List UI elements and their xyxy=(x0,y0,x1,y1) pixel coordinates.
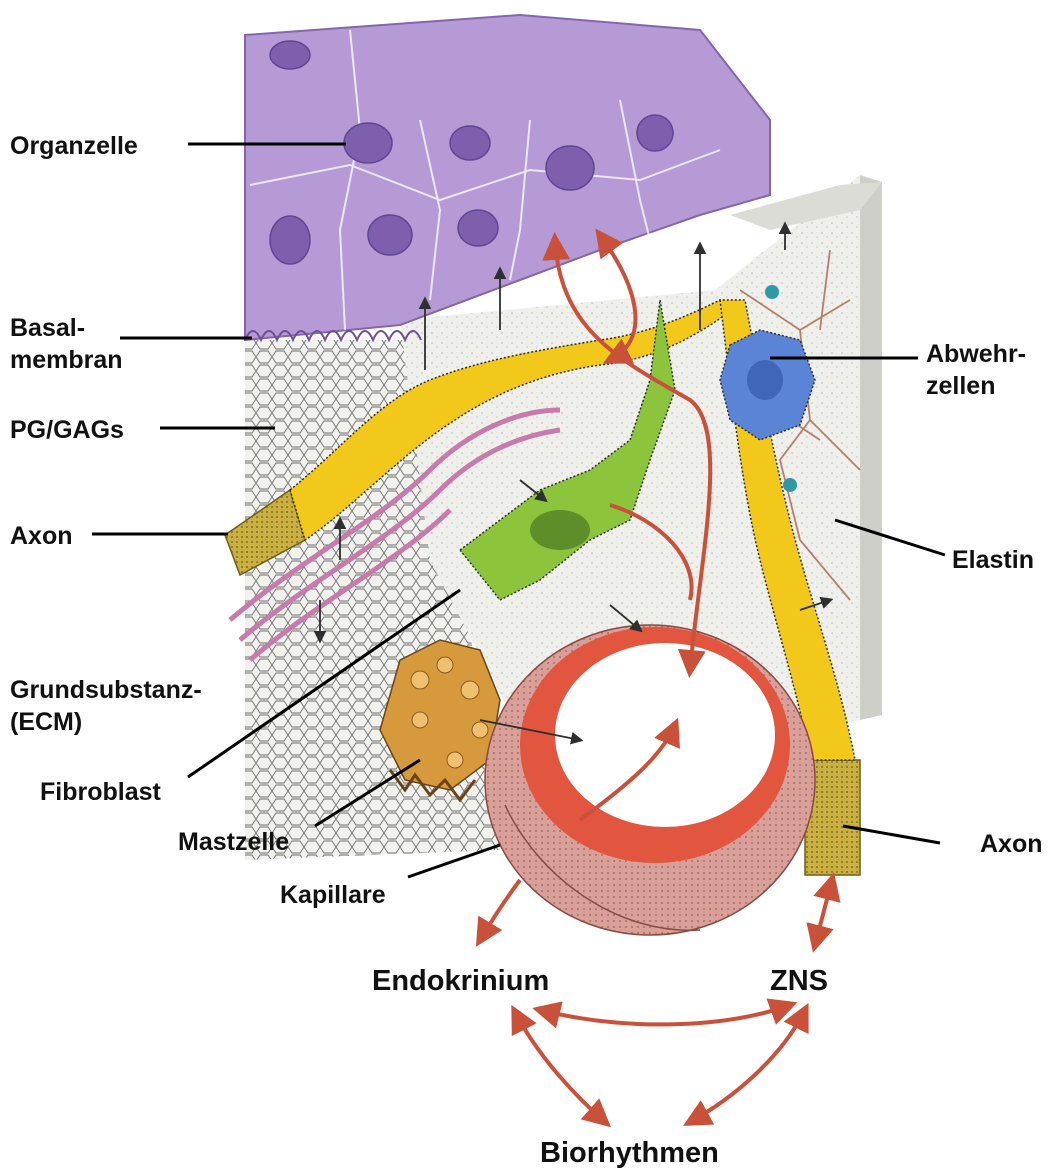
label-kapillare: Kapillare xyxy=(280,881,386,909)
label-biorhythmen: Biorhythmen xyxy=(540,1137,719,1169)
label-abwehrzellen-2: zellen xyxy=(926,372,995,400)
label-axon-left: Axon xyxy=(10,522,73,550)
label-zns: ZNS xyxy=(770,965,828,997)
label-organzelle: Organzelle xyxy=(10,132,138,160)
label-fibroblast: Fibroblast xyxy=(40,778,162,806)
capillary xyxy=(485,625,815,935)
fibroblast-nucleus xyxy=(530,510,590,550)
label-grundsubstanz-2: (ECM) xyxy=(10,708,82,736)
label-grundsubstanz-1: Grundsubstanz- xyxy=(10,676,202,704)
label-abwehrzellen-1: Abwehr- xyxy=(926,340,1026,368)
label-basalmembran-1: Basal- xyxy=(10,314,85,342)
label-pg-gags: PG/GAGs xyxy=(10,416,124,444)
label-endokrinium: Endokrinium xyxy=(372,965,549,997)
label-basalmembran-2: membran xyxy=(10,346,123,374)
organ-cell-layer xyxy=(245,15,770,340)
block-side-face xyxy=(860,175,882,720)
capillary-lumen xyxy=(555,643,775,827)
label-axon-right: Axon xyxy=(980,830,1043,858)
label-elastin: Elastin xyxy=(952,546,1034,574)
label-mastzelle: Mastzelle xyxy=(178,828,289,856)
